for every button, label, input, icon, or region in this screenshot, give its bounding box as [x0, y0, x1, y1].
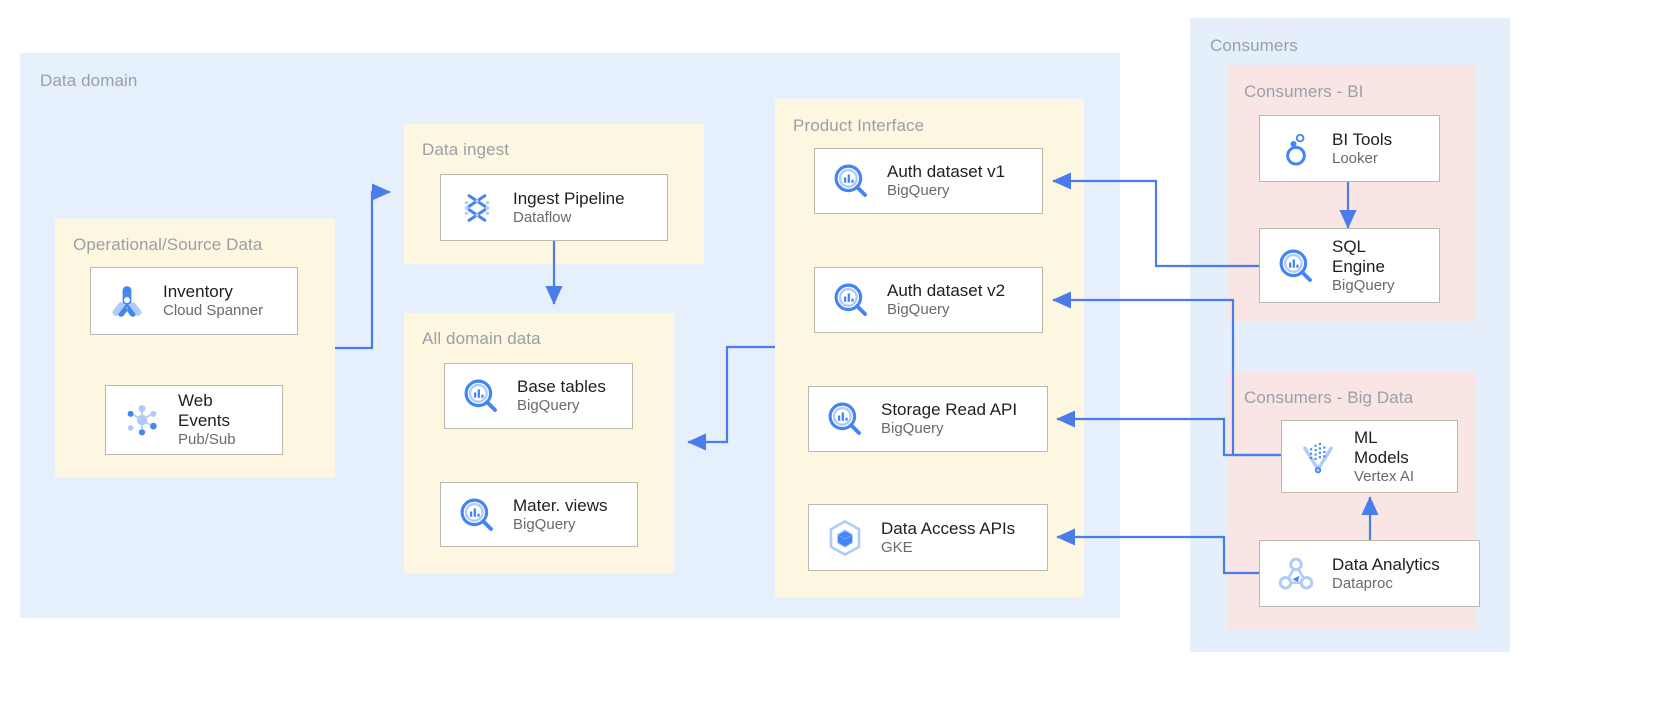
node-bi-tools-title: BI Tools	[1332, 129, 1393, 149]
node-storage-read-api-text: Storage Read API BigQuery	[881, 400, 1017, 438]
gke-icon	[823, 516, 867, 560]
node-storage-read-api[interactable]: Storage Read API BigQuery	[808, 386, 1048, 452]
node-auth-dataset-v2-title: Auth dataset v2	[887, 281, 1006, 301]
node-sql-engine[interactable]: SQL Engine BigQuery	[1259, 228, 1440, 303]
dataflow-icon	[455, 186, 499, 230]
node-mater-views-sub: BigQuery	[513, 515, 576, 533]
node-base-tables-title: Base tables	[517, 377, 606, 397]
node-storage-read-api-title: Storage Read API	[881, 400, 1018, 420]
bigquery-icon	[829, 278, 873, 322]
node-auth-dataset-v1-sub: BigQuery	[887, 182, 950, 200]
node-ingest-pipeline[interactable]: Ingest Pipeline Dataflow	[440, 174, 668, 241]
node-auth-dataset-v2[interactable]: Auth dataset v2 BigQuery	[814, 267, 1043, 333]
node-data-access-apis-text: Data Access APIs GKE	[881, 519, 1015, 557]
group-consumers-bi-label: Consumers - BI	[1244, 82, 1364, 101]
node-auth-dataset-v1[interactable]: Auth dataset v1 BigQuery	[814, 148, 1043, 214]
node-bi-tools-sub: Looker	[1332, 149, 1378, 167]
node-sql-engine-title: SQL Engine	[1332, 236, 1385, 276]
node-ml-models-title: ML Models	[1354, 427, 1409, 467]
group-all-domain-data-label: All domain data	[422, 329, 541, 348]
bigquery-icon	[823, 397, 867, 441]
node-web-events-title: Web Events	[178, 391, 230, 431]
bigquery-icon	[829, 159, 873, 203]
node-auth-dataset-v1-text: Auth dataset v1 BigQuery	[887, 162, 1005, 200]
node-web-events-text: Web Events Pub/Sub	[178, 391, 236, 449]
group-product-interface-label: Product Interface	[793, 116, 925, 135]
node-auth-dataset-v2-sub: BigQuery	[887, 301, 950, 319]
node-sql-engine-sub: BigQuery	[1332, 276, 1395, 294]
node-ingest-pipeline-sub: Dataflow	[513, 208, 572, 226]
group-data-domain-label: Data domain	[40, 71, 138, 90]
group-consumers-label: Consumers	[1210, 36, 1298, 55]
bigquery-icon	[1274, 244, 1318, 288]
node-sql-engine-text: SQL Engine BigQuery	[1332, 237, 1395, 295]
group-data-ingest-label: Data ingest	[422, 140, 510, 159]
node-mater-views-text: Mater. views BigQuery	[513, 496, 607, 534]
node-data-analytics-title: Data Analytics	[1332, 554, 1440, 574]
node-data-access-apis-sub: GKE	[881, 538, 913, 556]
node-mater-views[interactable]: Mater. views BigQuery	[440, 482, 638, 547]
looker-icon	[1274, 127, 1318, 171]
node-data-analytics-text: Data Analytics Dataproc	[1332, 555, 1440, 593]
node-data-analytics-sub: Dataproc	[1332, 574, 1393, 592]
node-auth-dataset-v1-title: Auth dataset v1	[887, 162, 1006, 182]
vertex-ai-icon	[1296, 435, 1340, 479]
node-storage-read-api-sub: BigQuery	[881, 420, 944, 438]
node-inventory[interactable]: Inventory Cloud Spanner	[90, 267, 298, 335]
node-inventory-sub: Cloud Spanner	[163, 302, 264, 320]
node-ml-models-sub: Vertex AI	[1354, 467, 1415, 485]
pubsub-icon	[120, 398, 164, 442]
node-bi-tools-text: BI Tools Looker	[1332, 130, 1392, 168]
node-auth-dataset-v2-text: Auth dataset v2 BigQuery	[887, 281, 1005, 319]
node-inventory-title: Inventory	[163, 282, 233, 302]
node-base-tables-text: Base tables BigQuery	[517, 377, 606, 415]
bigquery-icon	[459, 374, 503, 418]
node-bi-tools[interactable]: BI Tools Looker	[1259, 115, 1440, 182]
node-ml-models[interactable]: ML Models Vertex AI	[1281, 420, 1458, 493]
node-data-analytics[interactable]: Data Analytics Dataproc	[1259, 540, 1480, 607]
node-mater-views-title: Mater. views	[513, 495, 608, 515]
node-web-events-sub: Pub/Sub	[178, 431, 236, 449]
cloud-spanner-icon	[105, 279, 149, 323]
bigquery-icon	[455, 493, 499, 537]
group-operational-source-data-label: Operational/Source Data	[73, 235, 263, 254]
node-ingest-pipeline-text: Ingest Pipeline Dataflow	[513, 189, 625, 227]
node-web-events[interactable]: Web Events Pub/Sub	[105, 385, 283, 455]
dataproc-icon	[1274, 552, 1318, 596]
node-base-tables-sub: BigQuery	[517, 397, 580, 415]
group-consumers-big-data-label: Consumers - Big Data	[1244, 388, 1414, 407]
node-inventory-text: Inventory Cloud Spanner	[163, 282, 263, 320]
node-ml-models-text: ML Models Vertex AI	[1354, 428, 1414, 486]
node-data-access-apis-title: Data Access APIs	[881, 518, 1016, 538]
node-base-tables[interactable]: Base tables BigQuery	[444, 363, 633, 429]
node-data-access-apis[interactable]: Data Access APIs GKE	[808, 504, 1048, 571]
node-ingest-pipeline-title: Ingest Pipeline	[513, 188, 625, 208]
